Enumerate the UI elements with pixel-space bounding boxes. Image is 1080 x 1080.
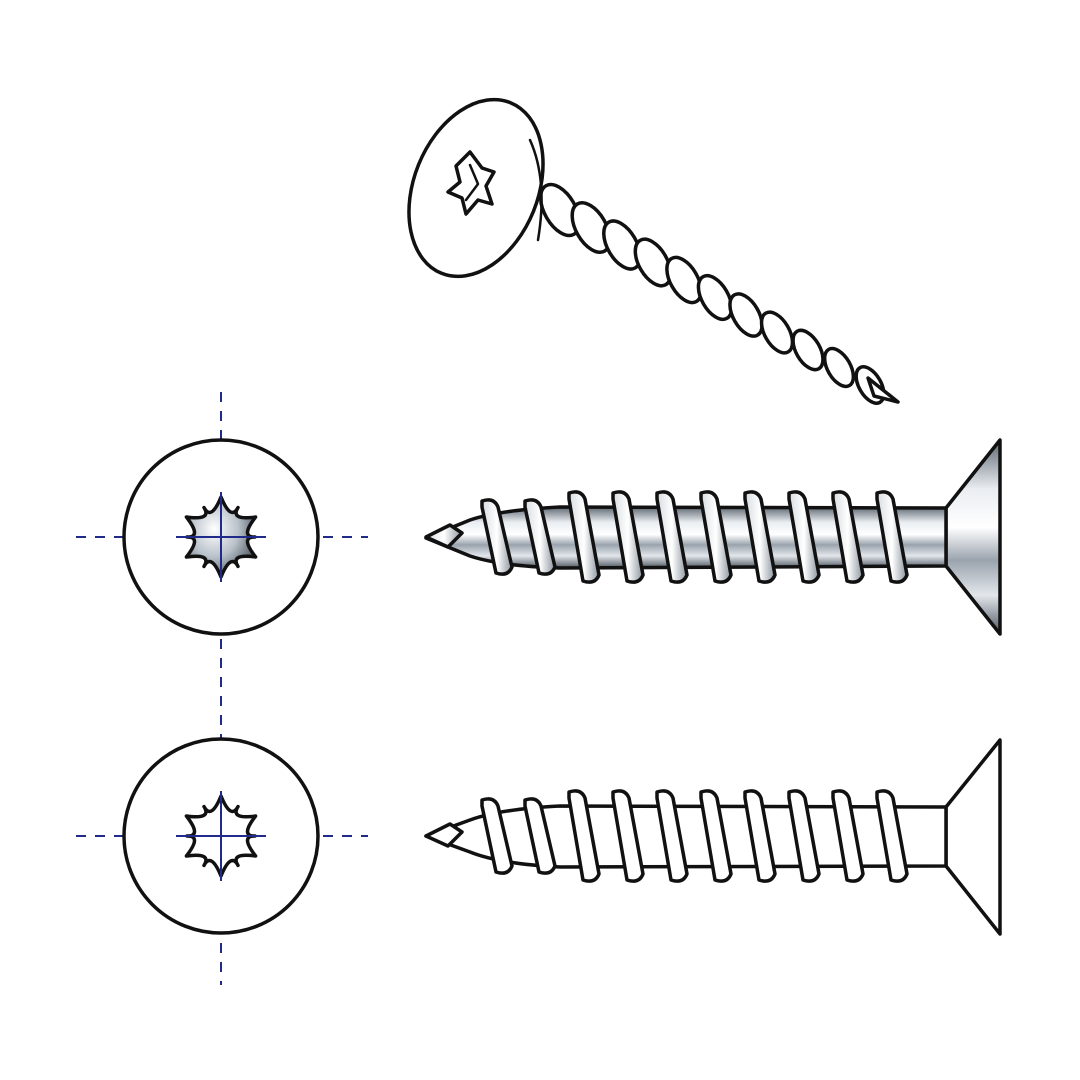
isometric-tip — [866, 376, 900, 404]
thread-flight — [611, 789, 645, 883]
thread-flight — [787, 789, 821, 883]
thread-flight — [523, 797, 557, 875]
isometric-recess-depth — [464, 163, 480, 202]
shaded-top-view — [122, 438, 320, 636]
thread-flight — [699, 490, 733, 584]
line-top-view — [122, 737, 320, 935]
isometric-thread-turn — [759, 310, 795, 355]
thread-flight — [831, 789, 865, 883]
isometric-thread-turn — [791, 328, 825, 372]
isometric-head-rim — [528, 138, 543, 242]
line-thread — [424, 789, 909, 883]
thread-flight — [523, 498, 557, 576]
isometric-thread-turn — [822, 346, 856, 389]
isometric-thread-turn — [696, 273, 734, 322]
thread-flight — [875, 789, 909, 883]
thread-flight — [480, 797, 514, 875]
line-side-view — [424, 738, 1002, 936]
thread-flight — [567, 789, 601, 883]
thread-flight — [831, 490, 865, 584]
isometric-torx-recess — [446, 150, 496, 216]
isometric-thread-turn — [728, 292, 764, 338]
thread-flight — [743, 490, 777, 584]
shaded-thread — [424, 490, 909, 584]
isometric-view — [407, 97, 900, 405]
isometric-thread-turn — [602, 219, 642, 271]
thread-flight — [567, 490, 601, 584]
isometric-thread-turn — [633, 237, 673, 288]
shaded-side-view — [424, 438, 1002, 636]
thread-flight — [655, 789, 689, 883]
thread-flight — [787, 490, 821, 584]
isometric-thread-turn — [538, 182, 582, 238]
shaded-countersunk-head — [944, 438, 1002, 636]
thread-flight — [655, 490, 689, 584]
thread-flight — [699, 789, 733, 883]
isometric-thread-turn — [665, 255, 703, 305]
screw-tip — [424, 822, 464, 848]
thread-flight — [480, 498, 514, 576]
thread-flight — [743, 789, 777, 883]
thread-flight — [611, 490, 645, 584]
line-countersunk-head — [944, 738, 1002, 936]
isometric-thread-turn — [570, 201, 612, 254]
isometric-thread — [538, 182, 900, 405]
screw-tip — [424, 523, 464, 549]
thread-flight — [875, 490, 909, 584]
